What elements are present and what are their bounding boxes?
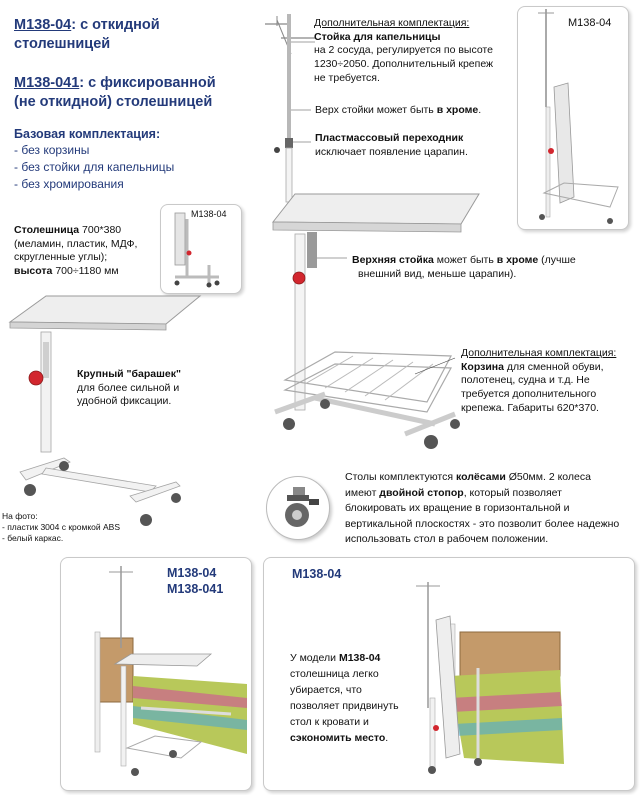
basket-option-heading: Дополнительная комплектация:	[461, 347, 617, 359]
bed-photo-model: M138-04	[167, 566, 217, 580]
base-config-item: - без хромирования	[14, 177, 124, 192]
upper-post-note: Верхняя стойка может быть в хроме (лучше…	[352, 254, 612, 281]
base-config: Базовая комплектация: - без корзины - бе…	[14, 126, 234, 193]
adapter-text: исключает появление царапин.	[315, 145, 468, 158]
photo-note-line: На фото:	[2, 511, 38, 521]
model-1-desc-2: столешницей	[14, 36, 111, 52]
thumbnail-folded-large: M138-04	[517, 6, 629, 230]
bed-photo-folded: M138-04 У модели M138-04 столешница легк…	[263, 557, 635, 791]
tabletop-materials: (меламин, пластик, МДФ,	[14, 237, 138, 250]
base-config-item: - без стойки для капельницы	[14, 160, 175, 175]
chrome-top-end: .	[478, 104, 482, 116]
photo-note: На фото: - пластик 3004 с кромкой ABS - …	[2, 511, 152, 544]
fold-note-text: стол к кровати и	[290, 716, 369, 728]
chrome-top-text: Верх стойки может быть	[315, 104, 437, 116]
fold-note-text: У модели	[290, 652, 339, 664]
bed-photo-model: M138-04	[292, 567, 342, 581]
wheels-text: использовать стол в рабочем положении.	[345, 533, 549, 545]
basket-option-title: Корзина	[461, 360, 504, 373]
knob-note-line: для более сильной и	[77, 381, 180, 394]
wheel-icon	[285, 487, 319, 527]
adapter-title: Пластмассовый переходник	[315, 132, 464, 144]
wheels-text: Ø50мм. 2 колеса	[505, 471, 591, 483]
fold-note-bold: сэкономить место	[290, 732, 386, 744]
model-1-title: M138-04: с откидной столешницей	[14, 16, 284, 54]
upper-post-chrome: в хроме	[496, 254, 539, 266]
drip-stand-option: Дополнительная комплектация: Стойка для …	[314, 17, 524, 85]
upper-post-text: может быть	[433, 254, 497, 266]
thumb-label: M138-04	[191, 209, 227, 219]
wheels-text: блокировать их вращение в горизонтальной…	[345, 502, 570, 514]
fold-note-model: M138-04	[338, 652, 381, 664]
tabletop-size: 700*380	[79, 224, 122, 236]
left-table-drawing	[8, 295, 202, 526]
basket-option-line: полотенец, судна и т.д. Не	[461, 374, 590, 387]
wheels-text: , который позволяет	[463, 486, 562, 499]
chrome-top-note: Верх стойки может быть в хроме.	[315, 104, 525, 118]
drip-option-heading: Дополнительная комплектация:	[314, 17, 470, 29]
thumb-label: M138-04	[568, 17, 612, 29]
fold-note-text: столешница легко	[290, 668, 379, 680]
bed-with-folded-table-drawing	[416, 582, 564, 774]
upper-post-line-2: внешний вид, меньше царапин).	[358, 267, 517, 280]
wheels-bold: колёсами	[455, 471, 506, 483]
adapter-note: Пластмассовый переходник исключает появл…	[315, 132, 525, 159]
knob-note-title: Крупный "барашек"	[77, 368, 181, 380]
model-2-desc: : с фиксированной	[79, 75, 216, 91]
base-config-item: - без корзины	[14, 143, 90, 158]
wheels-text: вертикальной плоскостях	[345, 517, 470, 530]
model-1-code: M138-04	[14, 17, 72, 33]
photo-note-line: - пластик 3004 с кромкой ABS	[2, 522, 121, 532]
basket-option-line: крепежа. Габариты 620*370.	[461, 401, 599, 414]
drip-option-line: на 2 сосуда, регулируется по высоте	[314, 44, 493, 57]
wheels-text: - это позволит более надежно	[469, 517, 620, 530]
basket-option: Дополнительная комплектация: Корзина для…	[461, 347, 636, 415]
height-label: высота	[14, 264, 53, 277]
base-config-title: Базовая комплектация:	[14, 127, 161, 141]
basket-option-line: для сменной обуви,	[503, 360, 604, 373]
bed-with-table-drawing	[94, 566, 247, 776]
wheel-image	[266, 476, 330, 540]
model-1-desc: : с откидной	[71, 17, 160, 33]
tabletop-corners: скругленные углы);	[14, 251, 108, 264]
center-table-drawing	[265, 14, 480, 449]
folded-table-thumb-drawing	[538, 9, 619, 224]
fold-note-end: .	[385, 732, 389, 744]
wheels-bold: двойной стопор	[379, 486, 464, 499]
knob-note-line: удобной фиксации.	[77, 395, 172, 408]
wheels-note: Столы комплектуются колёсами Ø50мм. 2 ко…	[345, 470, 640, 548]
bed-photo-model: M138-041	[167, 582, 224, 596]
height-value: 700÷1180 мм	[52, 264, 119, 277]
folded-table-thumb-drawing	[174, 212, 220, 288]
drip-option-line: 1230÷2050. Дополнительный крепеж	[314, 57, 494, 70]
tabletop-label: Столешница	[14, 224, 80, 236]
chrome-top-bold: в хроме	[436, 104, 479, 116]
upper-post-text-2: (лучше	[538, 254, 576, 266]
drip-option-title: Стойка для капельницы	[314, 30, 441, 43]
basket-option-line: требуется дополнительного	[461, 387, 597, 400]
bed-photo-fixed: M138-04 M138-041	[60, 557, 252, 791]
photo-note-line: - белый каркас.	[2, 533, 64, 543]
drip-option-line: не требуется.	[314, 71, 380, 84]
tabletop-spec: Столешница 700*380 (меламин, пластик, МД…	[14, 224, 164, 279]
fold-note-text: убирается, что	[290, 684, 362, 696]
wheels-text: Столы комплектуются	[345, 471, 456, 483]
wheels-text: имеют	[345, 486, 380, 499]
upper-post-bold: Верхняя стойка	[352, 254, 434, 266]
model-2-title: M138-041: с фиксированной (не откидной) …	[14, 74, 284, 112]
model-2-desc-2: (не откидной) столешницей	[14, 94, 213, 110]
knob-note: Крупный "барашек" для более сильной и уд…	[77, 368, 197, 409]
thumbnail-folded-small: M138-04	[160, 204, 242, 294]
model-2-code: M138-041	[14, 75, 80, 91]
fold-note: У модели M138-04 столешница легко убирае…	[290, 650, 420, 746]
bed-photo-models: M138-04 M138-041	[167, 565, 223, 597]
fold-note-text: позволяет придвинуть	[290, 700, 399, 712]
